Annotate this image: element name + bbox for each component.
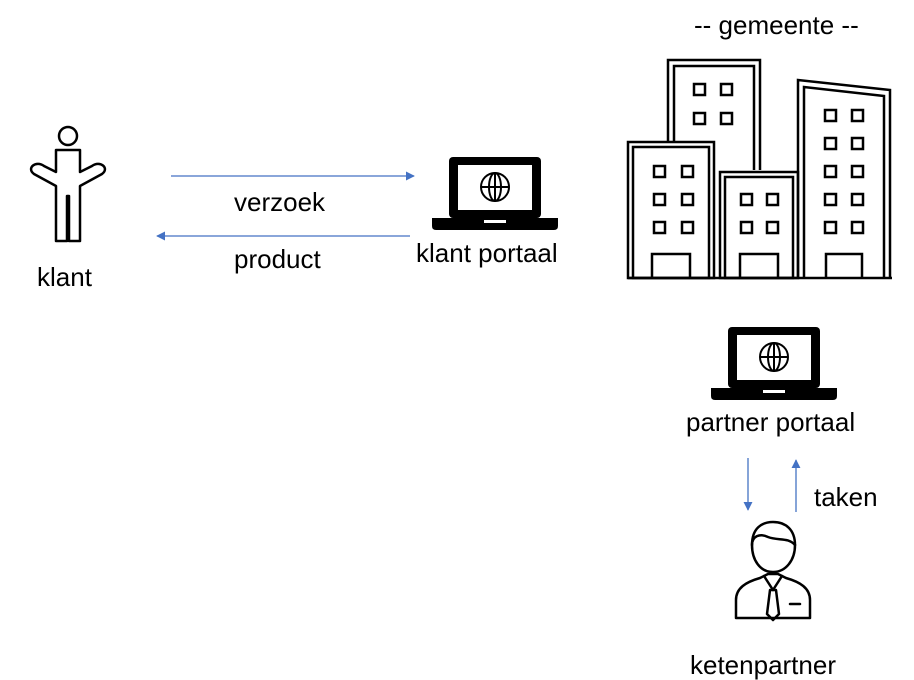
laptop-globe-icon xyxy=(711,327,837,400)
client-portal-label: klant portaal xyxy=(416,238,558,268)
product-label: product xyxy=(234,244,321,274)
laptop-globe-icon xyxy=(432,157,558,230)
businessman-icon xyxy=(734,520,812,622)
person-shrug-icon xyxy=(29,125,107,243)
chain-partner-label: ketenpartner xyxy=(690,650,836,680)
partner-portal-label: partner portaal xyxy=(686,407,856,437)
client-label: klant xyxy=(37,262,92,292)
request-label: verzoek xyxy=(234,187,326,217)
buildings-icon xyxy=(626,58,892,280)
tasks-label: taken xyxy=(814,482,878,512)
municipality-label: -- gemeente -- xyxy=(694,10,859,40)
